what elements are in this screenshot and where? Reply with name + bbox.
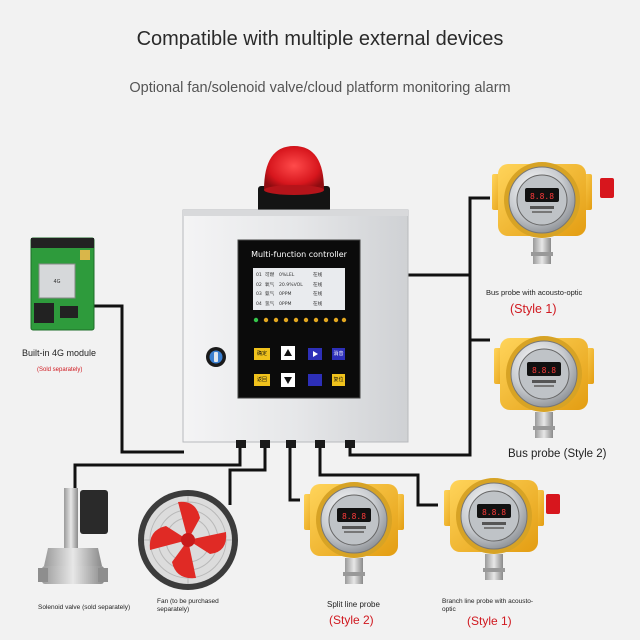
wire-branch-probe [318, 440, 438, 507]
return-button [254, 374, 270, 386]
split-probe-tag: (Style 2) [329, 613, 374, 627]
menu-button [332, 348, 345, 360]
wire-bus-probe-2 [468, 275, 490, 342]
page-title: Compatible with multiple external device… [136, 28, 504, 50]
wire-4g-module [86, 304, 184, 454]
control-panel [237, 239, 361, 399]
alarm-beacon [258, 146, 330, 212]
confirm-button [254, 348, 270, 360]
page-subtitle: Optional fan/solenoid valve/cloud platfo… [129, 80, 511, 96]
4g-module-board: 4G [30, 237, 95, 331]
4g-module-label: Built-in 4G module [22, 348, 97, 358]
controller-cabinet [182, 209, 409, 448]
return-button-label: 返回 [256, 377, 267, 383]
fan-label: Fan (to be purchased separately) [157, 598, 219, 613]
exhaust-fan [138, 490, 238, 590]
solenoid-valve [38, 488, 108, 584]
wire-valve [73, 440, 242, 505]
bus-probe-style2 [493, 335, 595, 439]
bus-probe-style1 [491, 161, 614, 265]
lcd-display [253, 268, 345, 310]
mute-button-label: 消音 [333, 351, 344, 357]
bus-probe-style2-label: Bus probe (Style 2) [508, 448, 607, 460]
branch-probe-label: Branch line probe with acousto-optic [442, 598, 534, 613]
left-button [308, 374, 322, 386]
branch-line-probe [443, 477, 560, 581]
bus-probe-style1-tag: (Style 1) [510, 302, 557, 316]
indicator-leds [253, 317, 347, 323]
screen-title: Multi-function controller [251, 250, 347, 259]
wire-fan [228, 440, 267, 505]
valve-label: Solenoid valve (sold separately) [38, 604, 131, 611]
split-line-probe [303, 481, 405, 585]
confirm-button-label: 确定 [256, 351, 267, 357]
reset-button [332, 374, 345, 386]
arrow-right-icon [313, 351, 318, 357]
branch-probe-tag: (Style 1) [467, 614, 512, 628]
split-probe-label: Split line probe [327, 600, 380, 609]
svg-text:4G: 4G [53, 279, 60, 285]
bus-probe-style1-label: Bus probe with acousto-optic [486, 288, 583, 297]
wire-split-probe [288, 440, 300, 502]
wire-bus-probe-1 [408, 196, 490, 277]
arrow-up-icon [284, 349, 292, 356]
reset-button-label: 复位 [333, 377, 344, 383]
arrow-down-icon [284, 377, 292, 384]
4g-module-note: (Sold separately) [37, 367, 83, 373]
